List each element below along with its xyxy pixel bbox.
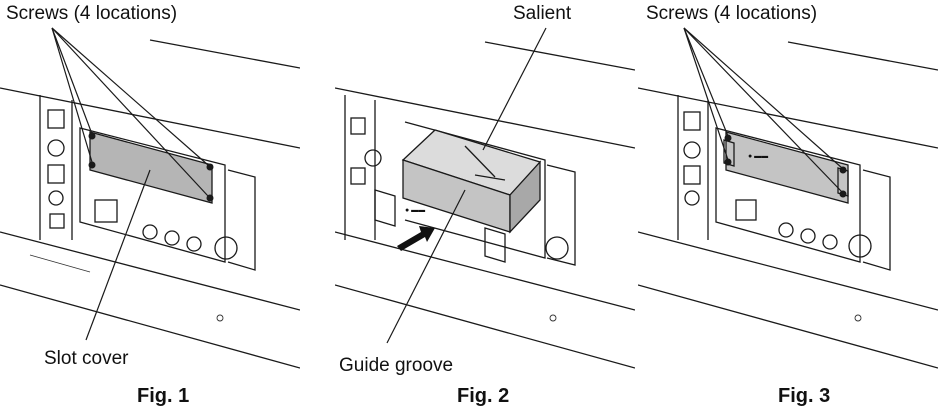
screws-leader bbox=[683, 27, 729, 161]
slot-frame bbox=[715, 127, 861, 263]
panel-button bbox=[47, 109, 65, 129]
connector-port bbox=[735, 199, 757, 221]
bracket-right bbox=[484, 227, 506, 263]
panel-button bbox=[683, 111, 701, 131]
figure-2: ● ▬▬ Salient Guide groove Fig. 2 bbox=[335, 0, 635, 417]
screws-leader bbox=[51, 27, 209, 197]
screw-3 bbox=[88, 161, 96, 169]
screws-leader bbox=[683, 27, 843, 169]
bnc-connector bbox=[822, 234, 838, 250]
salient-ridge bbox=[464, 145, 496, 178]
guide-groove-leader bbox=[386, 189, 466, 344]
bnc-connector bbox=[186, 236, 202, 252]
screw-2 bbox=[724, 158, 732, 166]
board-marking: ● ▬▬ bbox=[405, 207, 425, 214]
chassis-top-edge bbox=[638, 87, 938, 149]
chassis-far-edge bbox=[787, 41, 938, 71]
screws-label: Screws (4 locations) bbox=[6, 3, 178, 24]
screws-label: Screws (4 locations) bbox=[646, 3, 818, 24]
bracket-left bbox=[723, 139, 735, 167]
installed-board bbox=[725, 131, 849, 204]
right-panel bbox=[227, 169, 256, 271]
bnc-connector bbox=[800, 228, 816, 244]
chassis-bottom-edge bbox=[638, 284, 938, 369]
panel-knob bbox=[48, 190, 64, 206]
chassis-far-edge bbox=[149, 39, 300, 69]
guide-groove-line bbox=[474, 174, 506, 181]
screws-leader bbox=[683, 27, 729, 137]
slot-frame bbox=[404, 121, 546, 259]
figure-3-drawing: ● ▬▬ bbox=[638, 27, 938, 369]
figure-2-drawing: ● ▬▬ bbox=[335, 27, 635, 369]
panel-knob bbox=[364, 149, 382, 167]
screws-leader bbox=[51, 27, 93, 135]
chassis-bottom-edge bbox=[0, 284, 300, 369]
figure-1: Screws (4 locations) Slot cover Fig. 1 bbox=[0, 0, 300, 417]
chassis-groove bbox=[29, 254, 91, 273]
screw-1 bbox=[88, 132, 96, 140]
bnc-connector bbox=[778, 222, 794, 238]
chassis-screw bbox=[216, 314, 224, 322]
figure-caption: Fig. 3 bbox=[778, 385, 831, 407]
screws-leader bbox=[51, 27, 93, 163]
chassis-far-edge bbox=[484, 41, 635, 71]
round-button bbox=[545, 236, 569, 260]
panel-button bbox=[350, 167, 366, 185]
screw-1 bbox=[724, 134, 732, 142]
board-side bbox=[509, 160, 541, 234]
screw-4 bbox=[206, 194, 214, 202]
round-button bbox=[214, 236, 238, 260]
screw-3 bbox=[839, 166, 847, 174]
figure-3: ● ▬▬ Screws (4 locations) Fig. 3 bbox=[638, 0, 938, 417]
guide-groove-label: Guide groove bbox=[339, 355, 454, 376]
slot-frame bbox=[79, 127, 226, 263]
right-panel bbox=[546, 164, 576, 266]
round-button bbox=[848, 234, 872, 258]
salient-leader bbox=[482, 27, 547, 151]
insertion-arrow bbox=[397, 226, 435, 251]
chassis-front-edge bbox=[335, 231, 635, 311]
chassis-top-edge bbox=[0, 87, 300, 149]
panel-knob bbox=[683, 141, 701, 159]
panel-button bbox=[683, 165, 701, 185]
figure-1-drawing bbox=[0, 27, 300, 369]
right-panel bbox=[862, 169, 891, 271]
chassis-top-edge bbox=[335, 87, 635, 149]
bnc-connector bbox=[164, 230, 180, 246]
screws-leader bbox=[51, 27, 209, 166]
slot-cover-leader bbox=[85, 169, 151, 341]
chassis-bottom-edge bbox=[335, 284, 635, 369]
panel-knob bbox=[47, 139, 65, 157]
panel-button bbox=[350, 117, 366, 135]
chassis-screw bbox=[854, 314, 862, 322]
connector-port bbox=[94, 199, 118, 223]
figure-caption: Fig. 2 bbox=[457, 385, 510, 407]
screw-4 bbox=[839, 190, 847, 198]
screws-leader bbox=[683, 27, 843, 193]
slot-cover bbox=[89, 131, 213, 204]
chassis-front-edge bbox=[0, 231, 300, 311]
panel-knob bbox=[684, 190, 700, 206]
figure-caption: Fig. 1 bbox=[137, 385, 190, 407]
salient-label: Salient bbox=[513, 3, 572, 24]
board-marking: ● ▬▬ bbox=[748, 153, 768, 160]
chassis-front-edge bbox=[638, 231, 938, 311]
screw-2 bbox=[206, 163, 214, 171]
bnc-connector bbox=[142, 224, 158, 240]
panel-button bbox=[49, 213, 65, 229]
chassis-screw bbox=[549, 314, 557, 322]
bracket-left bbox=[374, 189, 396, 227]
panel-button bbox=[47, 164, 65, 184]
slot-cover-label: Slot cover bbox=[44, 348, 129, 369]
